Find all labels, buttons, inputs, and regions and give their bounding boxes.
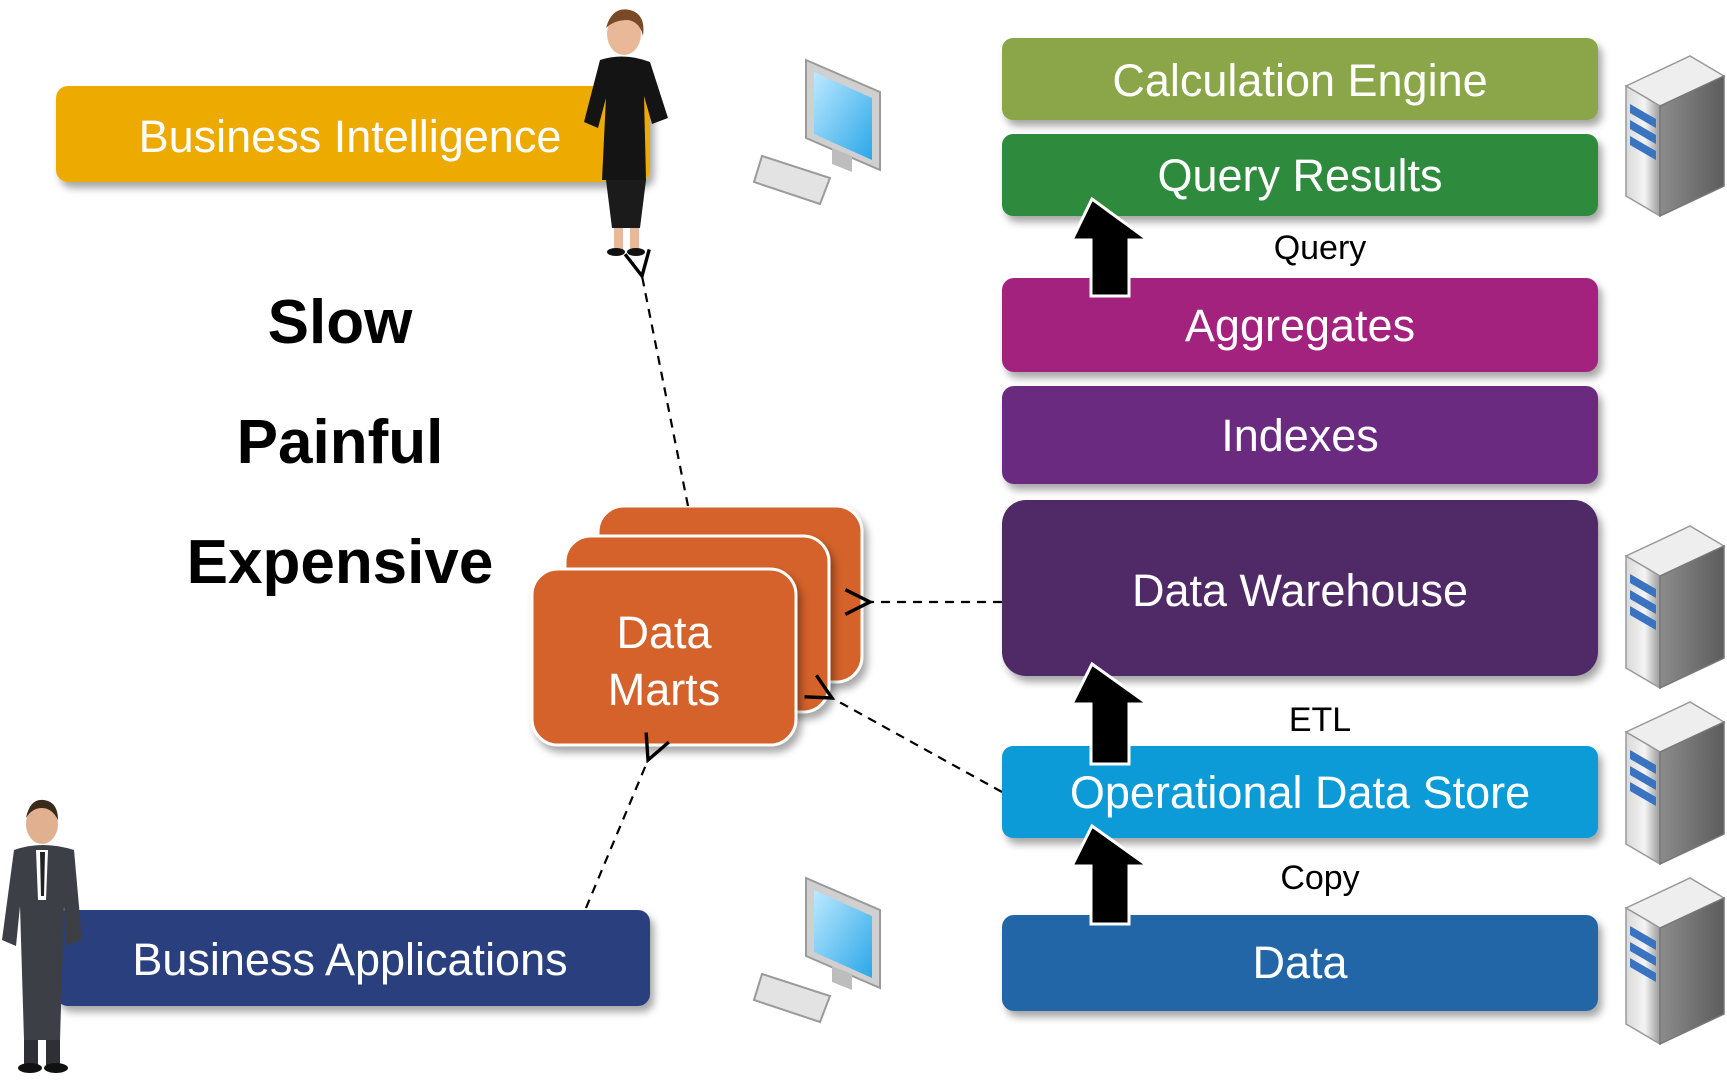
woman-hair — [606, 9, 644, 36]
woman-shoe-right — [627, 248, 645, 256]
businesswoman-figure — [584, 9, 668, 256]
block-arrow-etl — [1069, 661, 1153, 766]
query-results-rect — [1002, 134, 1598, 216]
business-intelligence-box: Business Intelligence — [56, 86, 650, 182]
man-suit — [2, 845, 82, 1040]
flow-label-query: Query — [1274, 229, 1367, 267]
arrow-datamarts-to-bi — [642, 276, 690, 507]
calculation-engine-rect — [1002, 38, 1598, 120]
data-marts-label-line1: Data — [616, 607, 712, 658]
calculation-engine-label: Calculation Engine — [1112, 55, 1487, 106]
server-icon-warehouse — [1624, 525, 1726, 690]
arrow-ods-to-datamarts — [832, 698, 1003, 793]
server-icon-top — [1624, 55, 1726, 218]
computer-top-stand — [832, 148, 852, 172]
business-applications-label: Business Applications — [132, 934, 567, 985]
server-warehouse-side — [1659, 544, 1725, 690]
man-leg-left — [24, 1040, 38, 1066]
business-applications-box: Business Applications — [56, 910, 650, 1006]
block-arrow-query — [1069, 196, 1153, 298]
aggregates-label: Aggregates — [1185, 300, 1415, 351]
word-slow: Slow — [268, 288, 413, 357]
business-applications-rect — [56, 910, 650, 1006]
server-icon-data — [1624, 877, 1726, 1046]
server-top-drives — [1630, 104, 1656, 160]
woman-skirt — [606, 180, 646, 228]
man-leg-right — [46, 1040, 60, 1066]
server-icon-ods — [1624, 701, 1726, 866]
arrow-apps-to-datamarts — [584, 760, 648, 909]
woman-leg-right — [630, 228, 639, 250]
query-results-label: Query Results — [1157, 150, 1442, 201]
data-rect — [1002, 915, 1598, 1011]
server-data-side — [1659, 896, 1725, 1046]
computer-top-screen — [814, 72, 872, 160]
man-tie — [40, 852, 45, 896]
aggregates-rect — [1002, 278, 1598, 372]
data-box: Data — [1002, 915, 1598, 1011]
server-ods-drives — [1630, 750, 1656, 806]
operational-data-store-label: Operational Data Store — [1070, 767, 1530, 818]
computer-bottom-keyboard — [752, 972, 832, 1024]
data-label: Data — [1252, 937, 1348, 988]
flow-label-etl: ETL — [1289, 701, 1351, 739]
operational-data-store-rect — [1002, 746, 1598, 838]
woman-leg-left — [614, 228, 623, 250]
query-results-box: Query Results — [1002, 134, 1598, 216]
data-warehouse-box: Data Warehouse — [1002, 500, 1598, 676]
woman-head — [607, 13, 641, 55]
indexes-rect — [1002, 386, 1598, 484]
indexes-label: Indexes — [1221, 410, 1379, 461]
businessman-figure — [2, 799, 82, 1073]
computer-icon-top — [752, 58, 881, 206]
computer-bottom-stand — [832, 966, 852, 990]
computer-icon-bottom — [752, 876, 881, 1024]
block-arrow-copy — [1069, 823, 1153, 926]
man-hair — [26, 799, 58, 820]
man-shoe-left — [18, 1063, 42, 1073]
data-warehouse-label: Data Warehouse — [1132, 565, 1468, 616]
man-head — [26, 804, 58, 844]
business-intelligence-label: Business Intelligence — [139, 111, 562, 162]
calculation-engine-box: Calculation Engine — [1002, 38, 1598, 120]
word-expensive: Expensive — [187, 528, 494, 597]
aggregates-box: Aggregates — [1002, 278, 1598, 372]
business-intelligence-rect — [56, 86, 650, 182]
woman-body — [584, 56, 668, 180]
server-warehouse-drives — [1630, 574, 1656, 630]
woman-shoe-left — [607, 248, 625, 256]
server-ods-side — [1659, 720, 1725, 866]
operational-data-store-box: Operational Data Store — [1002, 746, 1598, 838]
data-marts-label-line2: Marts — [608, 664, 721, 715]
data-marts-stack: Data Marts — [530, 504, 864, 747]
server-top-side — [1659, 74, 1725, 218]
man-shoe-right — [44, 1063, 68, 1073]
indexes-box: Indexes — [1002, 386, 1598, 484]
computer-bottom-screen — [814, 890, 872, 978]
computer-top-keyboard — [752, 154, 832, 206]
flow-label-copy: Copy — [1280, 859, 1359, 897]
word-painful: Painful — [237, 408, 444, 477]
server-data-drives — [1630, 926, 1656, 982]
data-warehouse-rect — [1002, 500, 1598, 676]
